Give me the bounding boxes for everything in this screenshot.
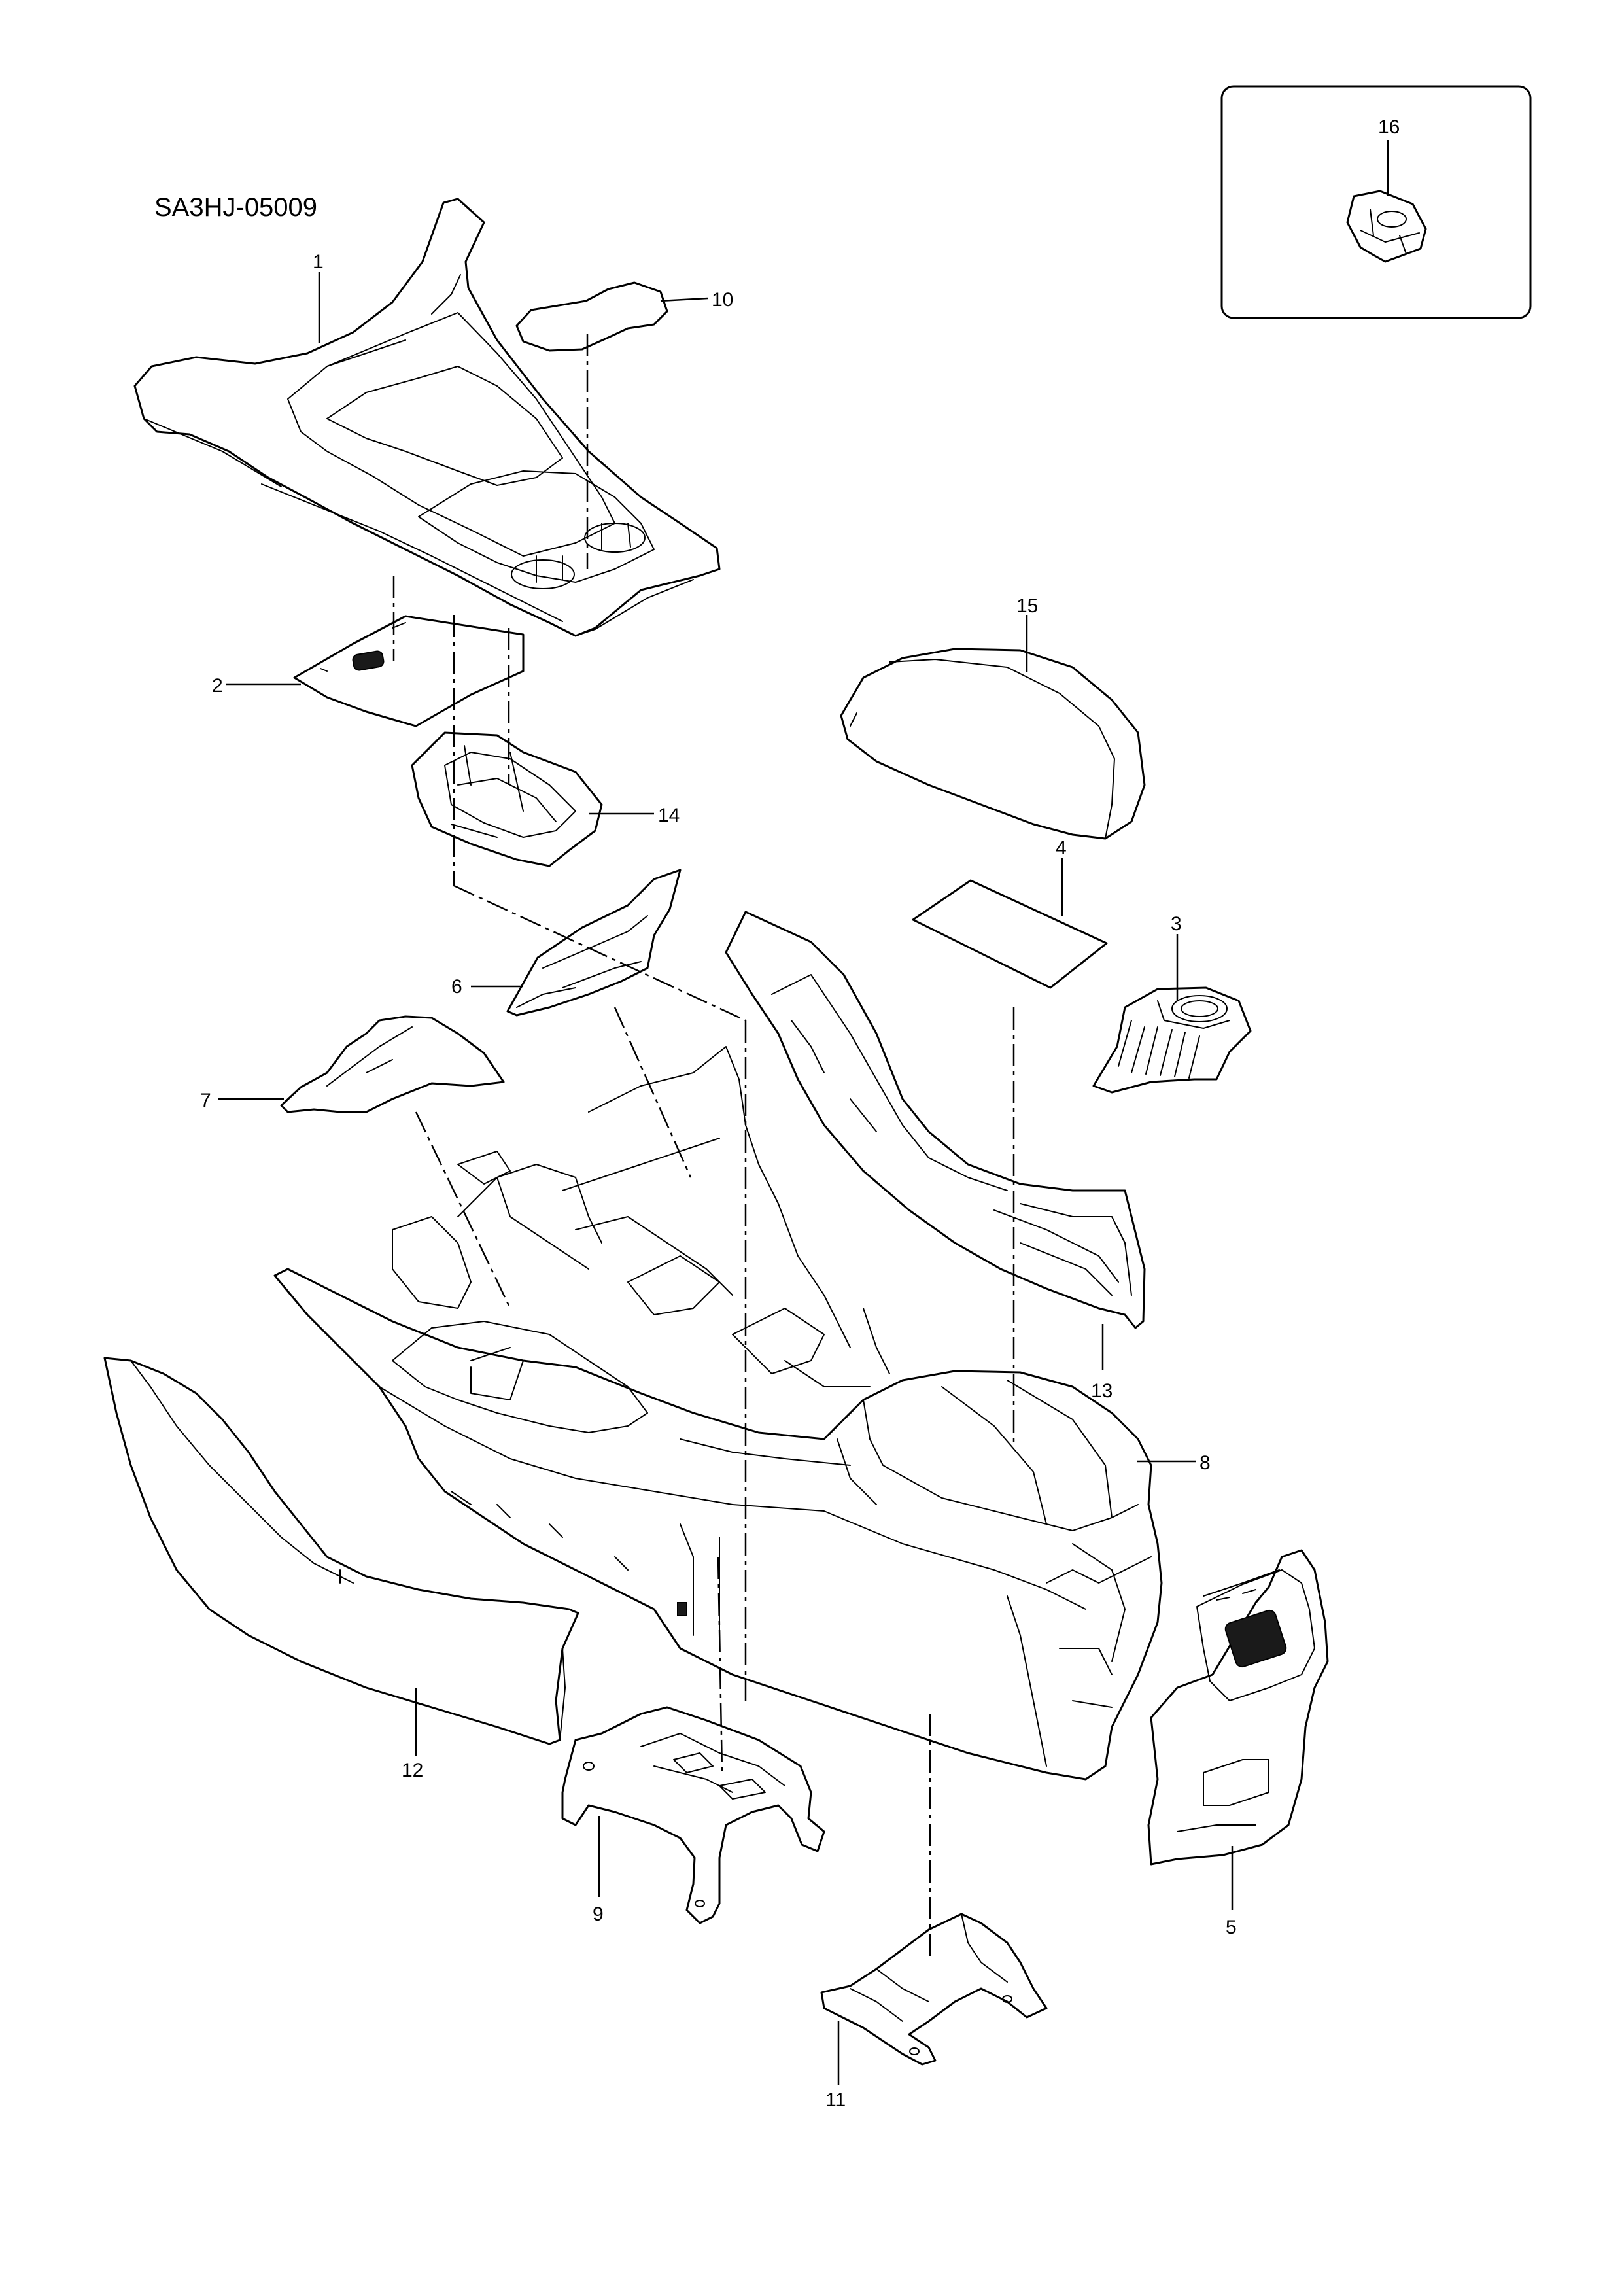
callout-9: 9	[593, 1904, 604, 1925]
part-5-rear-vent-panel[interactable]	[1147, 1549, 1329, 1866]
callout-7: 7	[200, 1090, 211, 1111]
callout-6: 6	[451, 976, 462, 998]
callout-5: 5	[1226, 1917, 1237, 1938]
callout-13: 13	[1091, 1380, 1113, 1402]
part-6-front-trim[interactable]	[506, 869, 682, 1017]
part-2-panel-insert[interactable]	[293, 615, 525, 727]
part-10-cupholder-mat[interactable]	[515, 281, 668, 352]
part-15-armrest-lid[interactable]	[840, 648, 1146, 840]
part-14-lower-bracket[interactable]	[411, 731, 603, 867]
diagram-code: SA3HJ-05009	[154, 193, 317, 222]
callout-14: 14	[658, 805, 680, 826]
callout-3: 3	[1171, 913, 1182, 935]
part-12-left-side-panel[interactable]	[103, 1357, 579, 1745]
callout-1: 1	[313, 251, 324, 273]
part-11-rear-bracket[interactable]	[820, 1913, 1048, 2066]
callout-15: 15	[1016, 595, 1038, 617]
part-3-rear-cupholder[interactable]	[1092, 986, 1252, 1094]
part-1-upper-console-panel[interactable]	[133, 198, 721, 637]
inset-box-part-16: 16	[1220, 85, 1532, 319]
part-8-main-console-body[interactable]	[273, 1046, 1163, 1781]
part-13-right-side-panel[interactable]	[725, 911, 1146, 1329]
callout-10: 10	[712, 289, 733, 311]
callout-4: 4	[1056, 837, 1067, 859]
callout-8: 8	[1199, 1452, 1211, 1474]
part-4-pad[interactable]	[912, 879, 1108, 989]
part-9-front-bracket[interactable]	[561, 1706, 825, 1924]
part-16-clip[interactable]	[1346, 190, 1427, 263]
callout-11: 11	[825, 2089, 846, 2111]
callout-16: 16	[1378, 116, 1400, 138]
callout-12: 12	[402, 1760, 423, 1781]
part-7-side-trim[interactable]	[280, 1015, 505, 1113]
callout-2: 2	[212, 675, 223, 697]
assembly-lines	[392, 334, 1015, 1956]
